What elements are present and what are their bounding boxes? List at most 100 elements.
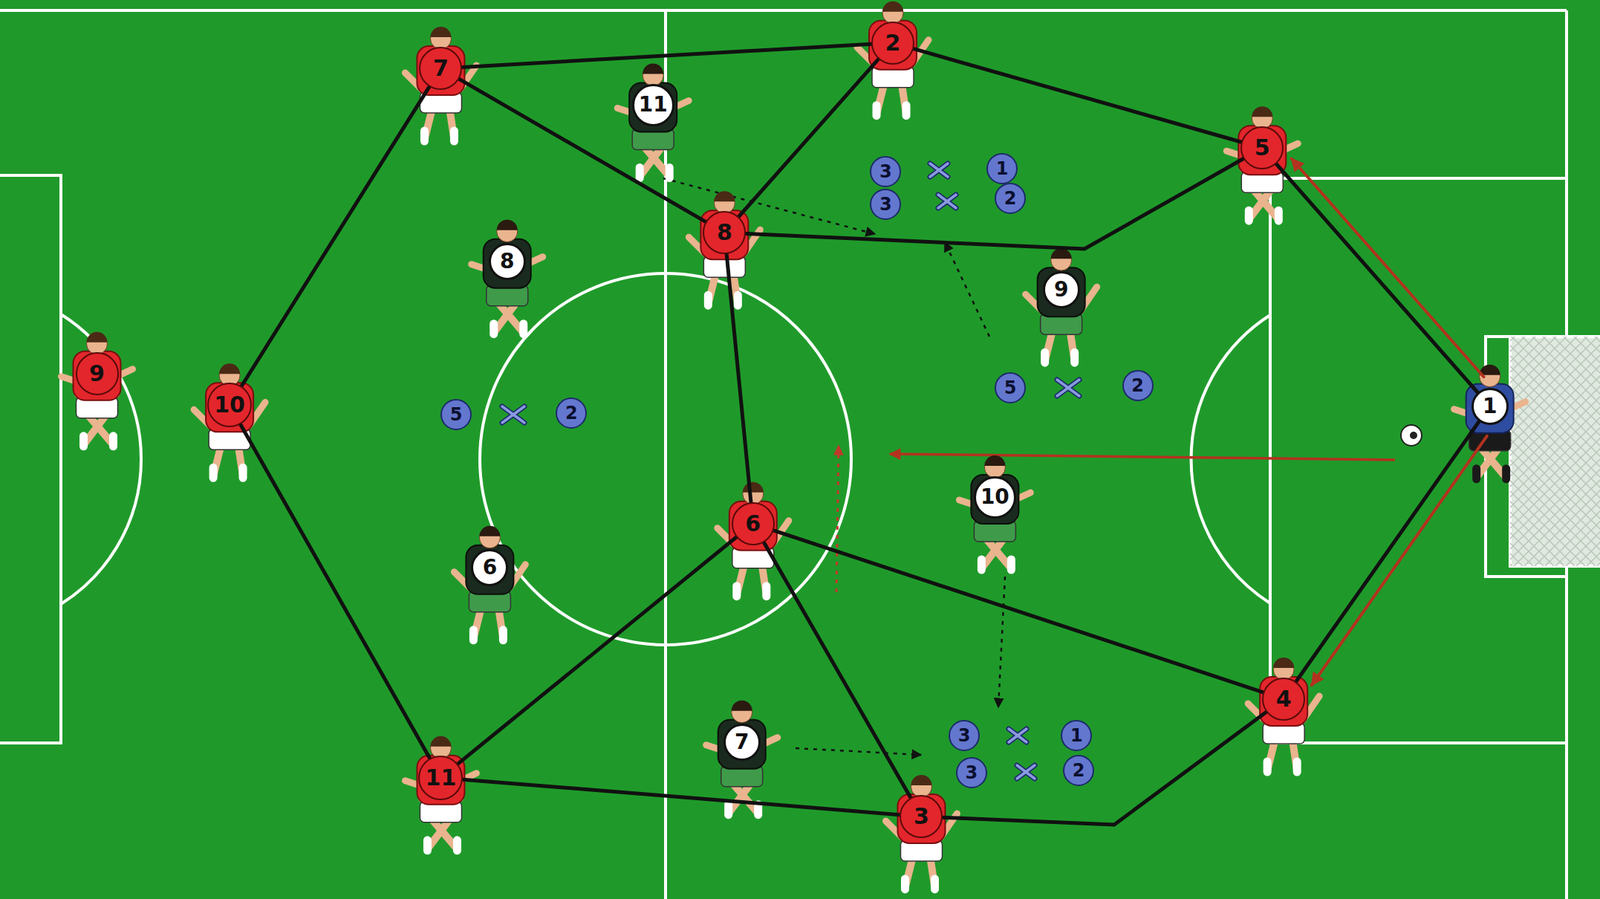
run-arrow: [944, 242, 990, 337]
hair: [86, 332, 108, 343]
player-number: 6: [482, 557, 497, 578]
goal-net: [1510, 336, 1600, 567]
player-number: 7: [433, 57, 449, 80]
shape-line: [739, 58, 879, 217]
player-number: 2: [1131, 376, 1144, 395]
shirt: [897, 794, 945, 844]
player-figure: [61, 332, 133, 447]
penalty-area: [0, 175, 61, 743]
shirt: [718, 719, 766, 769]
hair: [1273, 657, 1294, 668]
player-figure: [885, 774, 957, 890]
duel-circle: 3: [869, 188, 902, 220]
movement-arrows: [663, 178, 1395, 755]
player-number: 9: [89, 362, 105, 385]
hair: [642, 63, 664, 74]
player-number: 2: [1072, 761, 1086, 780]
sock: [427, 840, 457, 851]
shirt: [700, 210, 749, 260]
sock: [1267, 761, 1297, 772]
shirt: [629, 82, 677, 132]
sock: [1476, 468, 1507, 480]
sock: [707, 294, 738, 306]
duel-circle: 5: [440, 398, 472, 431]
versus-mark: [1008, 728, 1027, 743]
shirt: [1259, 676, 1308, 726]
goal-net: [1510, 336, 1600, 567]
player-number: 1: [1482, 395, 1497, 417]
shirt: [73, 351, 122, 401]
ball: [1400, 424, 1422, 446]
versus-mark: [502, 406, 525, 423]
shape-line: [241, 86, 430, 387]
player-number: 6: [745, 512, 761, 535]
player-number: 3: [879, 195, 893, 214]
shirt: [465, 545, 514, 595]
sock: [981, 559, 1011, 570]
opponent-badge: 7: [723, 723, 761, 761]
player-figure: [717, 482, 789, 597]
shape-line: [942, 711, 1266, 825]
player-figure: [706, 700, 778, 815]
shape-line: [913, 49, 1242, 143]
hair: [984, 455, 1006, 466]
player-number: 5: [1254, 136, 1271, 159]
sock: [1248, 210, 1279, 221]
hair: [430, 736, 451, 747]
player-number: 3: [958, 726, 971, 745]
shirt: [205, 382, 254, 432]
player-figure: [193, 363, 266, 478]
opponent-badge: 8: [488, 242, 526, 281]
shirt: [970, 474, 1019, 524]
sock: [736, 586, 767, 597]
versus-marks: [502, 163, 1080, 779]
pass-arrow: [889, 453, 1395, 460]
player-number: 2: [885, 31, 902, 55]
sock: [639, 167, 670, 178]
shape-line: [726, 254, 751, 503]
goal-net-mesh: [1510, 336, 1600, 567]
player-number: 2: [565, 404, 578, 422]
player-figure: [1247, 657, 1320, 772]
hair: [430, 26, 451, 38]
player-figure: [404, 736, 477, 851]
sock: [493, 323, 524, 335]
player-figure: [617, 63, 689, 178]
player-number: 1: [996, 159, 1009, 178]
player-badge: 9: [75, 352, 119, 396]
player-number: 3: [913, 805, 930, 828]
sock: [213, 467, 243, 478]
player-figure: [453, 525, 526, 641]
sock: [1045, 352, 1075, 363]
shirt: [416, 46, 465, 96]
duel-circle: 3: [955, 756, 988, 789]
player-number: 8: [499, 251, 515, 272]
pitch-lines: [0, 10, 1567, 899]
shirt: [1466, 384, 1514, 434]
sock: [473, 629, 503, 641]
hair: [496, 219, 518, 231]
shape-line: [240, 424, 431, 758]
player-badge: 6: [731, 502, 775, 546]
hair: [882, 1, 904, 12]
player-figure: [688, 190, 760, 306]
player-number: 2: [1004, 189, 1017, 208]
player-number: 4: [1276, 687, 1292, 711]
centre-circle: [479, 273, 852, 645]
run-arrow: [663, 178, 876, 234]
sock: [424, 130, 454, 142]
ball-patch: [1409, 431, 1418, 439]
penalty-arc: [60, 314, 142, 604]
run-arrow: [998, 576, 1006, 708]
player-number: 11: [638, 94, 668, 116]
hair: [479, 525, 500, 537]
player-figure: [958, 455, 1031, 570]
opponent-badge: 6: [470, 548, 509, 587]
duel-circle: 2: [1062, 754, 1095, 786]
shirt: [416, 755, 465, 805]
shirt: [729, 501, 777, 551]
player-number: 5: [450, 405, 463, 424]
